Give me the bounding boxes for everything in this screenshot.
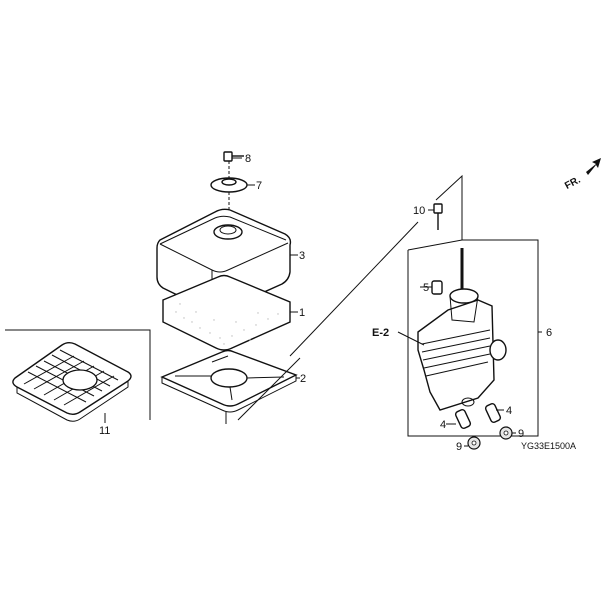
callout-6: 6 <box>546 327 552 339</box>
right-panel-frame <box>407 174 542 437</box>
callout-10: 10 <box>413 205 425 217</box>
callout-9-right: 9 <box>518 428 524 440</box>
callout-9-left: 9 <box>456 441 462 453</box>
part-8-bolt <box>223 151 244 162</box>
diagram-code: YG33E1500A <box>521 441 576 451</box>
front-direction-arrow <box>586 158 601 175</box>
callout-e2: E-2 <box>372 327 389 339</box>
part-3-cover <box>156 208 298 313</box>
callout-5: 5 <box>423 282 429 294</box>
callout-4-left: 4 <box>440 419 446 431</box>
callout-8: 8 <box>245 153 251 165</box>
part-1-foam-element <box>162 274 298 351</box>
callout-1: 1 <box>299 307 305 319</box>
part-7-wing-nut <box>210 177 255 193</box>
part-6-air-cleaner-case <box>397 288 507 411</box>
callout-11: 11 <box>99 425 110 437</box>
front-direction-label: FR. <box>563 175 583 192</box>
part-4-tube-left <box>446 409 472 429</box>
part-11-filter-grid <box>12 342 132 423</box>
part-4-tube-right <box>484 403 504 423</box>
part-10-bolt <box>428 203 443 230</box>
part-9-clip-left <box>464 436 481 450</box>
left-panel-frame <box>5 329 151 420</box>
part-5-collar <box>420 280 443 295</box>
callout-3: 3 <box>299 250 305 262</box>
callout-2: 2 <box>300 373 306 385</box>
callout-7: 7 <box>256 180 262 192</box>
part-2-element-frame <box>160 349 300 413</box>
callout-4-right: 4 <box>506 405 512 417</box>
part-9-clip-right <box>499 426 516 440</box>
